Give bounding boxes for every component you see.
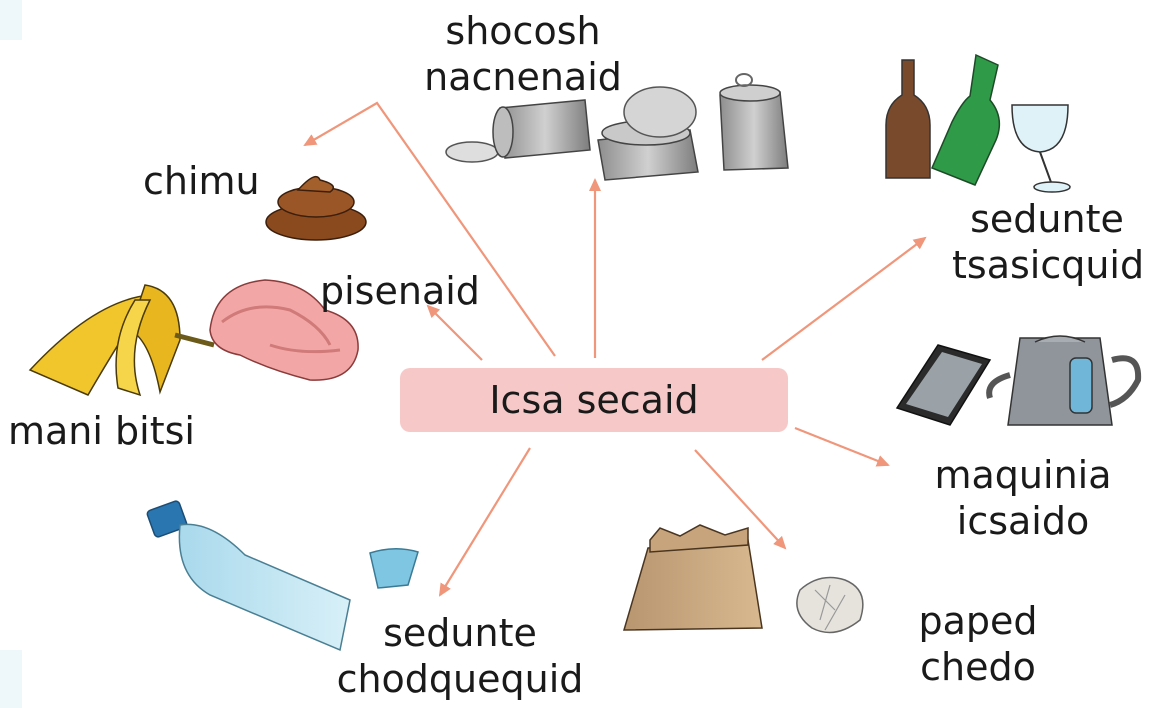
label-plastic: sedunte chodquequid (325, 610, 595, 702)
banana-peel-illustration (30, 285, 214, 395)
label-paper-line1: paped (898, 598, 1058, 644)
label-metal: shocosh nacnenaid (408, 8, 638, 100)
arrow-to-plastic (440, 448, 530, 595)
center-label: Icsa secaid (489, 378, 698, 422)
label-electronics: maquinia icsaido (918, 452, 1128, 544)
label-peel: mani bitsi (8, 408, 195, 454)
arrow-to-electronics (795, 428, 888, 465)
feces-illustration (266, 177, 366, 240)
arrow-to-glass (762, 238, 925, 360)
label-glass-line2: tsasicquid (952, 242, 1142, 288)
label-metal-line2: nacnenaid (408, 54, 638, 100)
label-metal-line1: shocosh (408, 8, 638, 54)
label-meat: pisenaid (320, 268, 480, 314)
label-glass: sedunte tsasicquid (952, 196, 1142, 288)
electronics-illustration (897, 336, 1138, 425)
label-paper-line2: chedo (898, 644, 1058, 690)
label-electronics-line1: maquinia (918, 452, 1128, 498)
glass-bottles-illustration (886, 55, 1070, 192)
label-feces: chimu (143, 158, 260, 204)
label-glass-line1: sedunte (952, 196, 1142, 242)
label-plastic-line2: chodquequid (325, 656, 595, 702)
label-electronics-line2: icsaido (918, 498, 1128, 544)
arrow-to-meat (428, 306, 482, 360)
paper-bag-illustration (624, 525, 863, 633)
label-paper: paped chedo (898, 598, 1058, 690)
label-plastic-line1: sedunte (325, 610, 595, 656)
center-label-box: Icsa secaid (400, 368, 788, 432)
